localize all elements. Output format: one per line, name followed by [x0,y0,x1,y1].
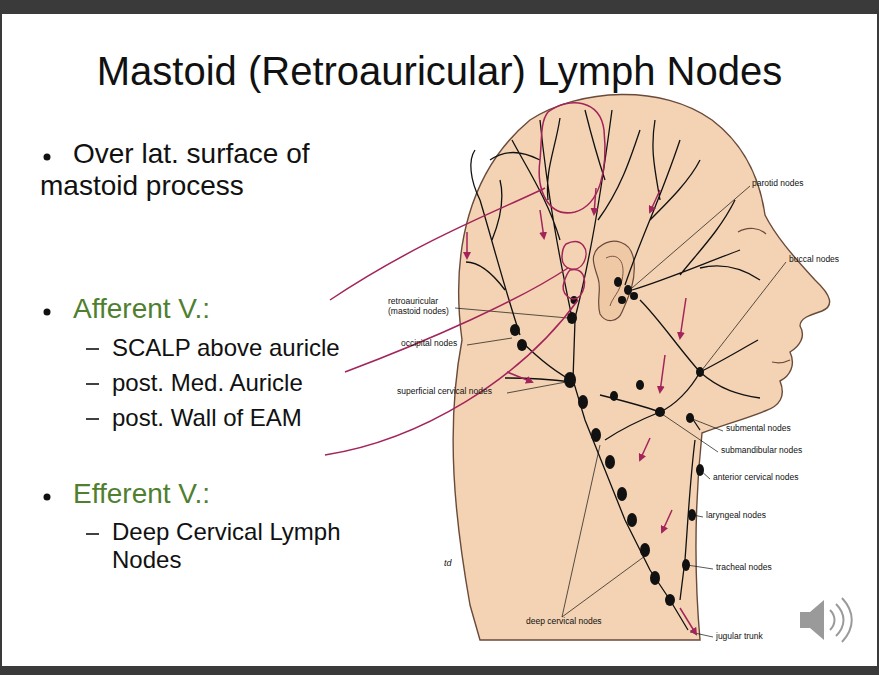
node-label: buccal nodes [789,255,859,265]
lymph-nodes [510,277,704,606]
node-label: anterior cervical nodes [713,473,823,483]
list-item: post. Med. Auricle [112,369,372,397]
node-label: jugular trunk [716,632,796,642]
hand-annotations [325,103,696,634]
list-item: post. Wall of EAM [112,404,372,432]
section-heading: Afferent V.: [73,293,323,325]
node-label: deep cervical nodes [526,617,626,627]
head-outline [453,94,830,640]
list-item: Deep Cervical Lymph Nodes [112,518,362,574]
bullet-marks [44,154,100,535]
ear-outline [593,241,634,320]
slide-title: Mastoid (Retroauricular) Lymph Nodes [0,48,879,94]
list-item: SCALP above auricle [112,334,372,362]
node-label: occipital nodes [401,339,476,349]
node-label: submental nodes [726,424,816,434]
node-label: submandibular nodes [721,446,821,456]
artist-signature: td [444,558,464,568]
node-label: tracheal nodes [716,563,796,573]
node-label: parotid nodes [752,179,832,189]
node-label: superficial cervical nodes [397,387,512,397]
bullet-text: Over lat. surface of mastoid process [40,138,360,202]
speaker-icon [800,598,852,642]
section-heading: Efferent V.: [73,478,323,510]
node-label: retroauricular (mastoid nodes) [388,297,460,317]
node-label: laryngeal nodes [706,511,796,521]
